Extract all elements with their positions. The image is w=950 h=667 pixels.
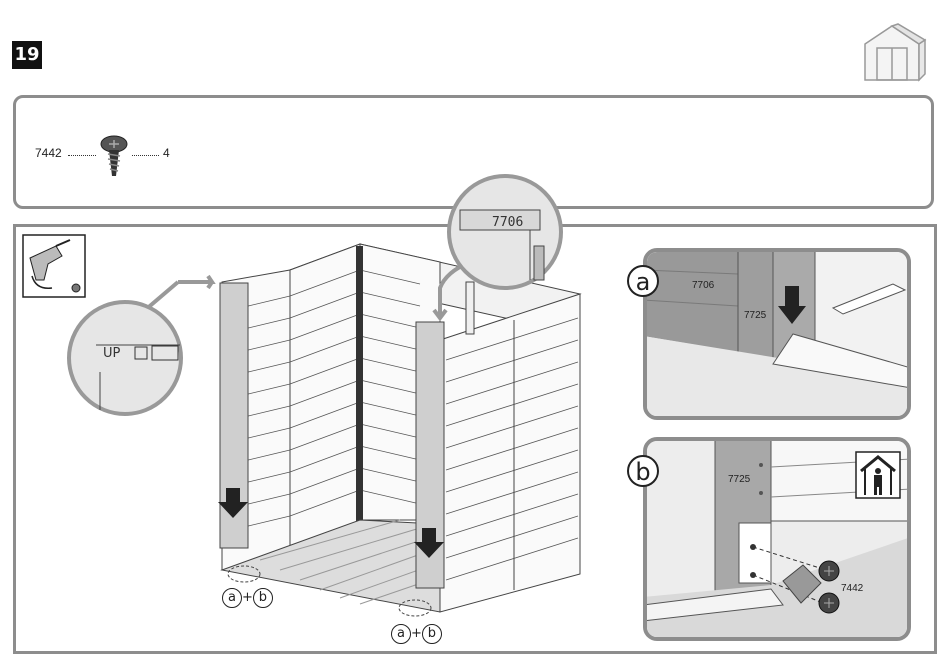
- detail-panel-b: 7725 7442: [643, 437, 911, 641]
- detail-panel-a: 7706 7725: [643, 248, 911, 420]
- part-label-7706: 7706: [692, 280, 714, 291]
- part-label-7442: 7442: [841, 583, 863, 594]
- part-label-7725: 7725: [744, 310, 766, 321]
- callout-part-label: 7706: [492, 215, 523, 230]
- shed-icon: [855, 22, 929, 84]
- detail-letter-b: b: [627, 455, 659, 487]
- detail-marker: a+b: [222, 588, 273, 608]
- assembly-illustration: UP 7706: [0, 0, 640, 667]
- part-label-7725: 7725: [728, 474, 750, 485]
- drill-icon: [23, 235, 85, 297]
- up-label: UP: [103, 346, 121, 361]
- indoor-icon: [855, 451, 901, 499]
- detail-letter-a: a: [627, 265, 659, 297]
- detail-marker: a+b: [391, 624, 442, 644]
